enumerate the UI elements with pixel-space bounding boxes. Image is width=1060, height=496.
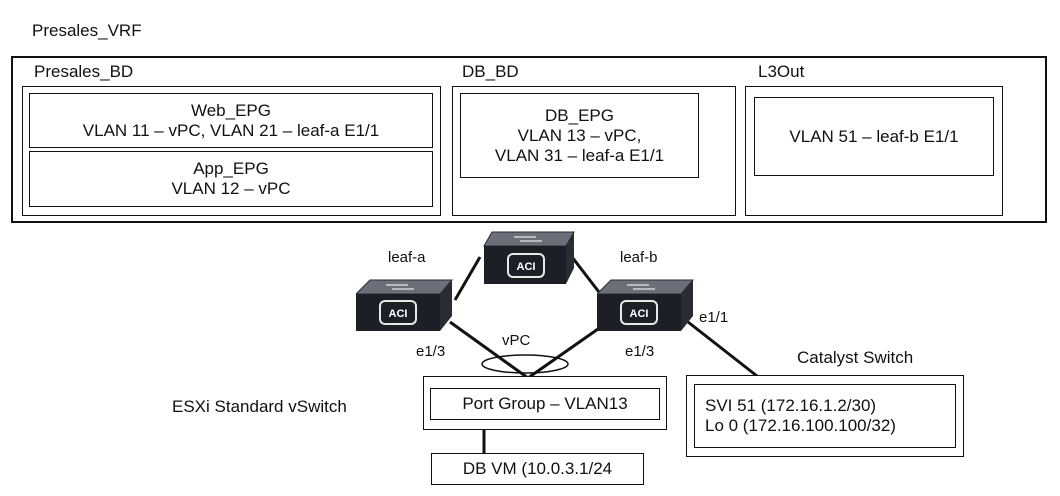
db-vm-box: DB VM (10.0.3.1/24	[431, 453, 644, 485]
epg-app-vlans: VLAN 12 – vPC	[171, 179, 291, 198]
spine-switch-icon: ACI	[483, 231, 575, 284]
leaf-b-uplink-port-label: e1/1	[699, 309, 729, 326]
port-group-label: Port Group – VLAN13	[462, 394, 628, 413]
epg-db-vlan-leaf: VLAN 31 – leaf-a E1/1	[494, 145, 665, 165]
l3out-epg: VLAN 51 – leaf-b E1/1	[754, 97, 994, 176]
catalyst-label: Catalyst Switch	[797, 348, 914, 367]
link-leaf-b-catalyst	[687, 320, 758, 378]
leaf-b-badge: ACI	[630, 308, 649, 320]
l3out-vlan: VLAN 51 – leaf-b E1/1	[789, 126, 959, 146]
link-leaf-b-esxi	[527, 320, 609, 380]
link-spine-leaf-a	[453, 256, 482, 301]
leaf-a-badge: ACI	[389, 308, 408, 320]
leaf-a-port-label: e1/3	[416, 343, 446, 360]
vpc-ellipse	[481, 354, 569, 374]
epg-web: Web_EPG VLAN 11 – vPC, VLAN 21 – leaf-a …	[29, 93, 433, 148]
epg-web-vlans: VLAN 11 – vPC, VLAN 21 – leaf-a E1/1	[82, 120, 380, 140]
epg-db-name: DB_EPG	[545, 105, 614, 125]
leaf-b-label: leaf-b	[620, 249, 658, 266]
link-leaf-a-esxi	[449, 320, 529, 380]
esxi-label: ESXi Standard vSwitch	[172, 397, 347, 416]
vrf-label: Presales_VRF	[32, 21, 142, 40]
epg-db: DB_EPG VLAN 13 – vPC, VLAN 31 – leaf-a E…	[460, 93, 699, 178]
epg-db-vlan-vpc: VLAN 13 – vPC,	[517, 125, 642, 145]
epg-app: App_EPG VLAN 12 – vPC	[29, 151, 433, 207]
db-vm-label: DB VM (10.0.3.1/24	[462, 459, 613, 478]
leaf-a-label: leaf-a	[388, 249, 426, 266]
leaf-a-switch-icon: ACI	[356, 279, 454, 331]
catalyst-config-box: SVI 51 (172.16.1.2/30) Lo 0 (172.16.100.…	[694, 384, 956, 448]
port-group-box: Port Group – VLAN13	[430, 388, 660, 420]
spine-badge: ACI	[517, 261, 536, 273]
catalyst-loopback: Lo 0 (172.16.100.100/32)	[705, 416, 896, 435]
vpc-label: vPC	[502, 332, 531, 349]
link-spine-leaf-b	[570, 256, 604, 297]
epg-web-name: Web_EPG	[190, 100, 271, 120]
bd-label-presales: Presales_BD	[34, 62, 134, 81]
leaf-b-port-label: e1/3	[625, 343, 655, 360]
epg-app-name: App_EPG	[193, 159, 269, 178]
bd-label-db: DB_BD	[462, 62, 519, 81]
leaf-b-switch-icon: ACI	[597, 279, 695, 331]
bd-label-l3out: L3Out	[758, 62, 805, 81]
catalyst-svi: SVI 51 (172.16.1.2/30)	[705, 396, 877, 415]
